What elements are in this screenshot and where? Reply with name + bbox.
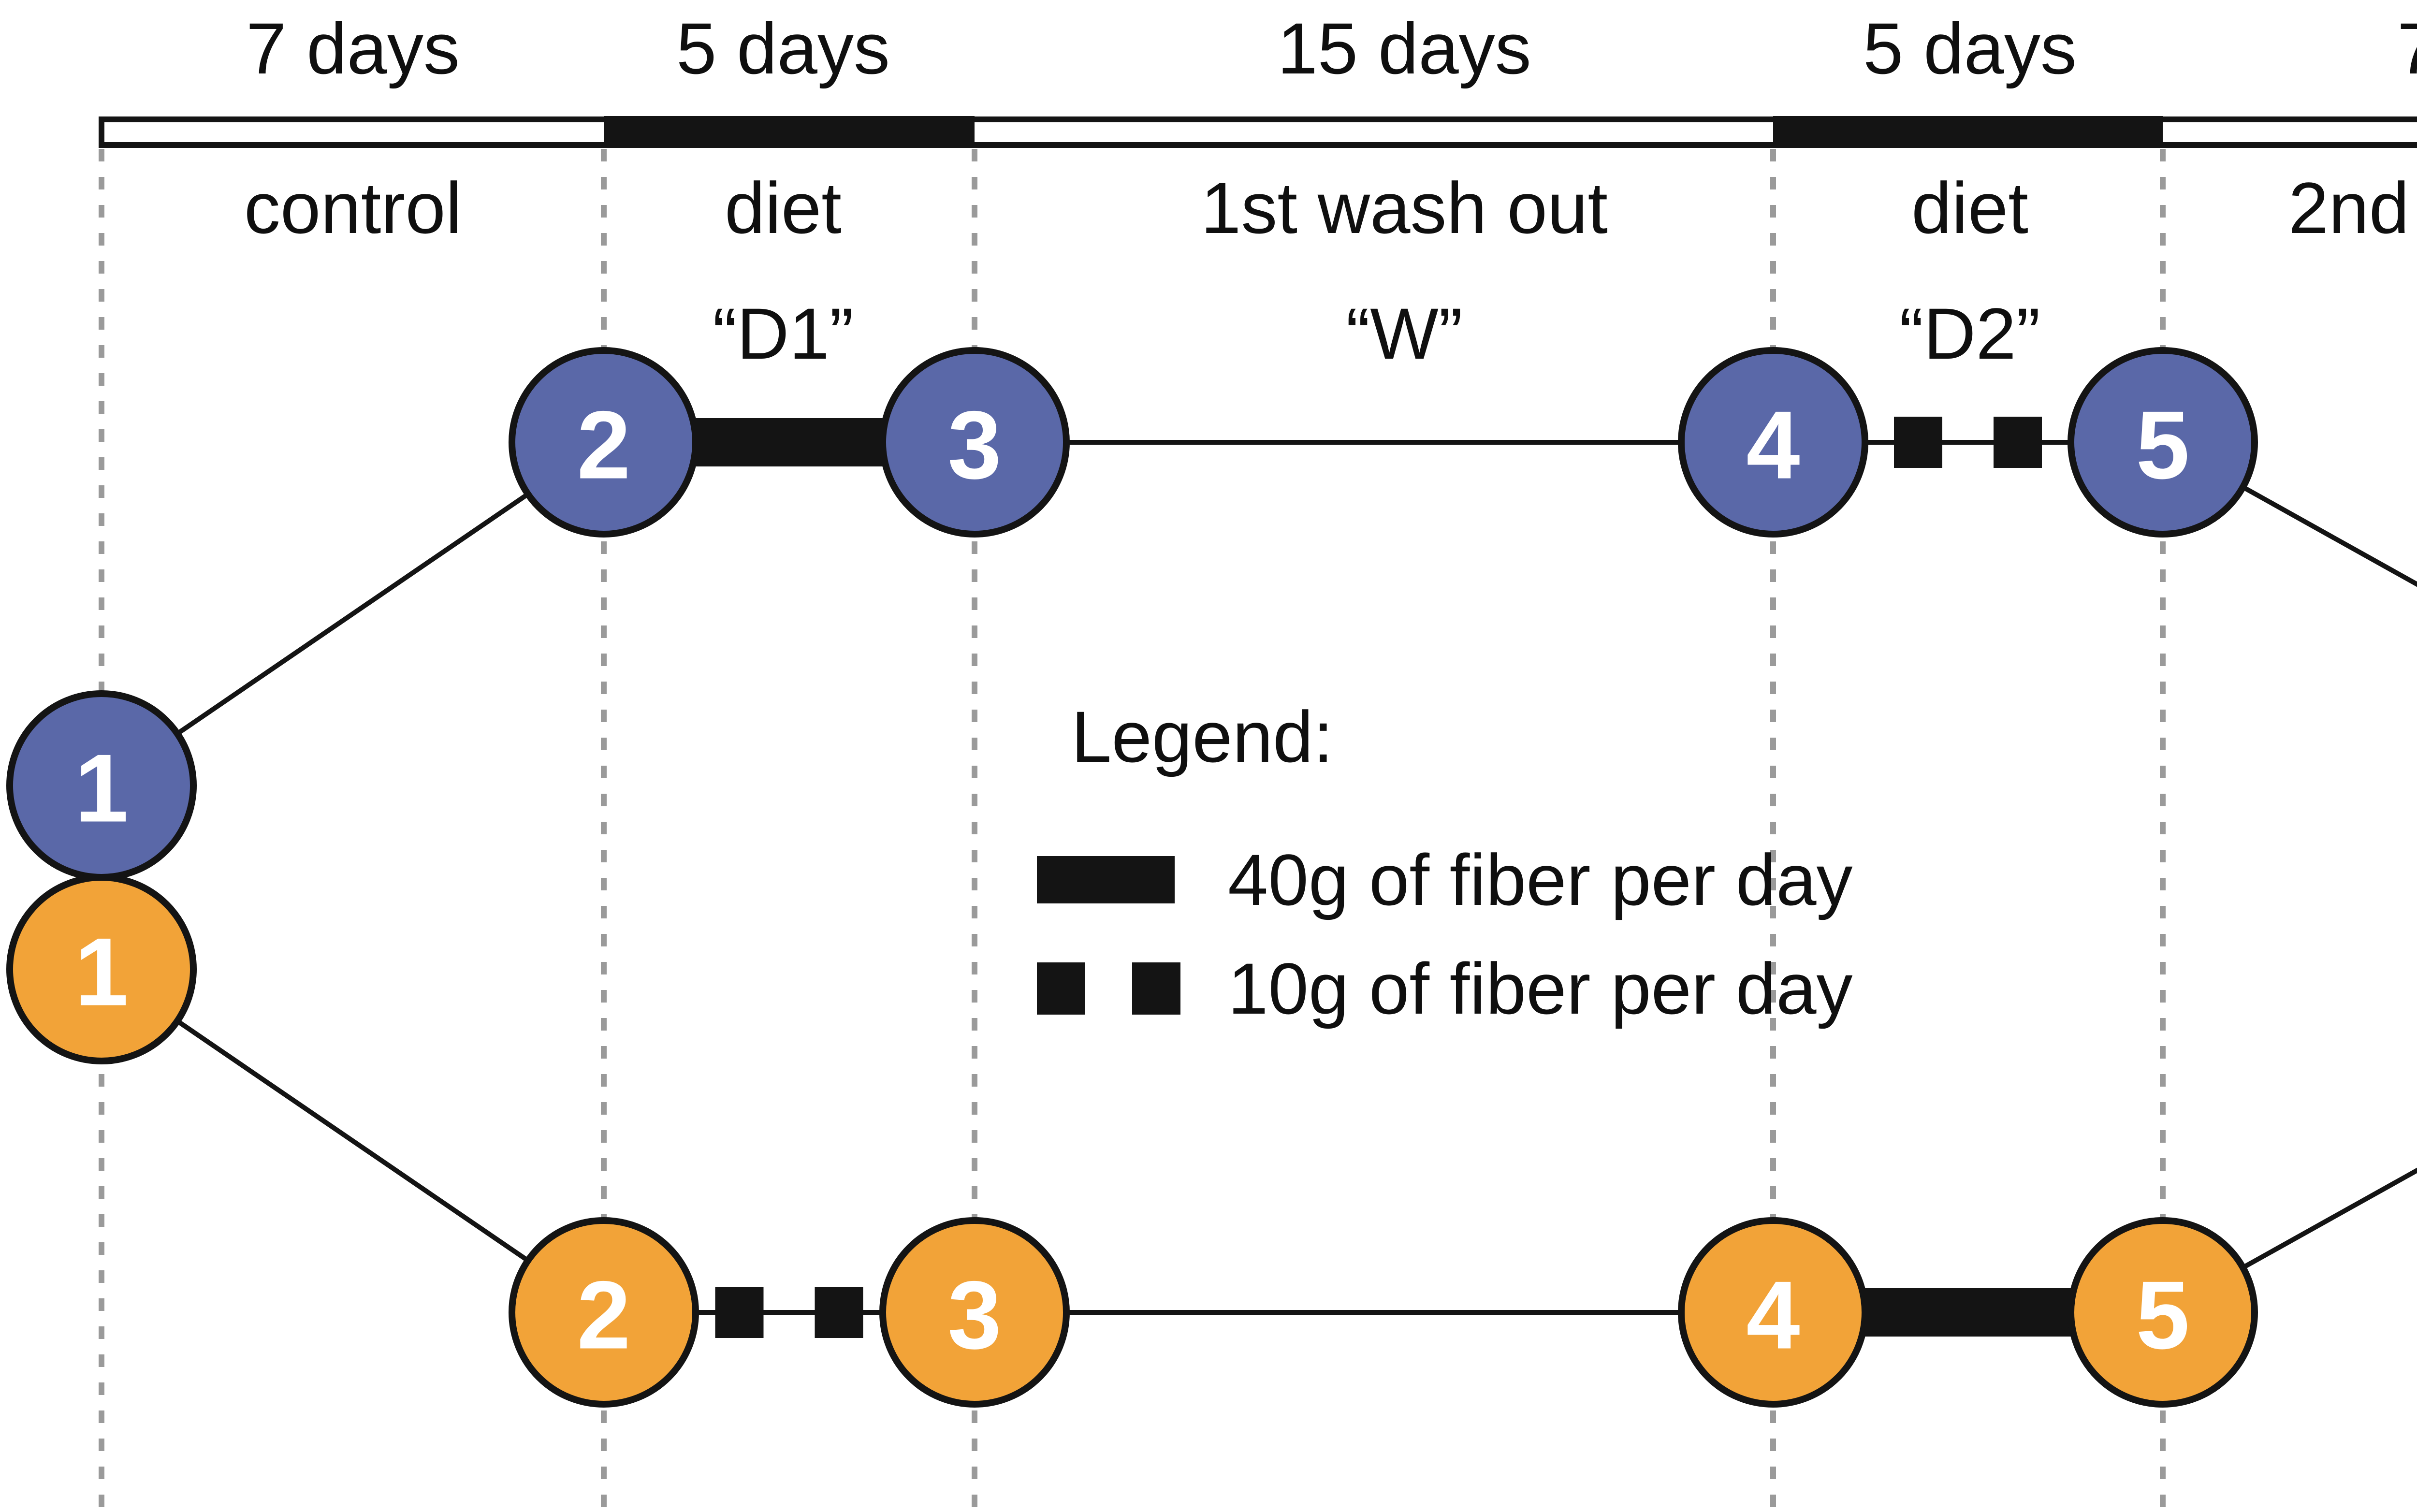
node-circle-orange-1 [6, 874, 197, 1064]
edge-fiber10-square-orange-0 [715, 1287, 764, 1338]
node-circle-blue-4 [1678, 347, 1868, 538]
phase-label-3: diet [1911, 167, 2028, 248]
duration-label-0: 7 days [246, 8, 460, 89]
node-number-blue-1: 1 [74, 735, 128, 843]
node-number-blue-2: 2 [577, 392, 630, 499]
edge-plain-orange-4 [2161, 1167, 2417, 1315]
phase-label-0: control [244, 167, 462, 248]
duration-label-1: 5 days [676, 8, 890, 89]
node-circle-blue-2 [509, 347, 699, 538]
node-number-orange-1: 1 [74, 918, 128, 1026]
edge-fiber10-square-orange-1 [815, 1287, 863, 1338]
duration-label-3: 5 days [1863, 8, 2077, 89]
node-circle-orange-4 [1678, 1217, 1868, 1408]
phase-label-4: 2nd wash out [2288, 167, 2417, 248]
duration-label-2: 15 days [1277, 8, 1531, 89]
node-circle-orange-2 [509, 1217, 699, 1408]
edge-fiber10-square-blue-1 [1994, 417, 2042, 468]
edge-plain-blue-4 [2161, 440, 2417, 587]
legend-item-label-1: 10g of fiber per day [1228, 948, 1853, 1029]
node-number-blue-3: 3 [947, 392, 1001, 499]
edge-plain-orange-0 [100, 967, 605, 1315]
phase-code-label-2: “W” [1346, 293, 1462, 374]
legend-item-label-0: 40g of fiber per day [1228, 839, 1853, 920]
legend-swatch-40g [1037, 856, 1175, 903]
node-number-orange-2: 2 [577, 1262, 630, 1369]
node-number-blue-5: 5 [2136, 392, 2189, 499]
node-circle-orange-5 [2068, 1217, 2258, 1408]
node-number-orange-5: 5 [2136, 1262, 2189, 1369]
phase-label-2: 1st wash out [1201, 167, 1608, 248]
timeline-diet-segment-1 [604, 116, 975, 148]
legend-title: Legend: [1071, 696, 1333, 777]
legend-swatch-10g-square-1 [1037, 962, 1085, 1015]
phase-code-label-1: “D1” [713, 293, 854, 374]
edge-fiber10-square-blue-0 [1894, 417, 1942, 468]
node-number-blue-4: 4 [1746, 392, 1800, 499]
phase-code-label-3: “D2” [1899, 293, 2040, 374]
node-circle-orange-3 [879, 1217, 1070, 1408]
duration-label-4: 7 days [2397, 8, 2417, 89]
edge-plain-blue-0 [100, 440, 605, 788]
node-number-orange-3: 3 [947, 1262, 1001, 1369]
timeline-diet-segment-3 [1773, 116, 2163, 148]
node-circle-blue-3 [879, 347, 1070, 538]
phase-label-1: diet [725, 167, 842, 248]
node-number-orange-4: 4 [1746, 1262, 1800, 1369]
legend-swatch-10g-square-2 [1132, 962, 1180, 1015]
node-circle-blue-5 [2068, 347, 2258, 538]
